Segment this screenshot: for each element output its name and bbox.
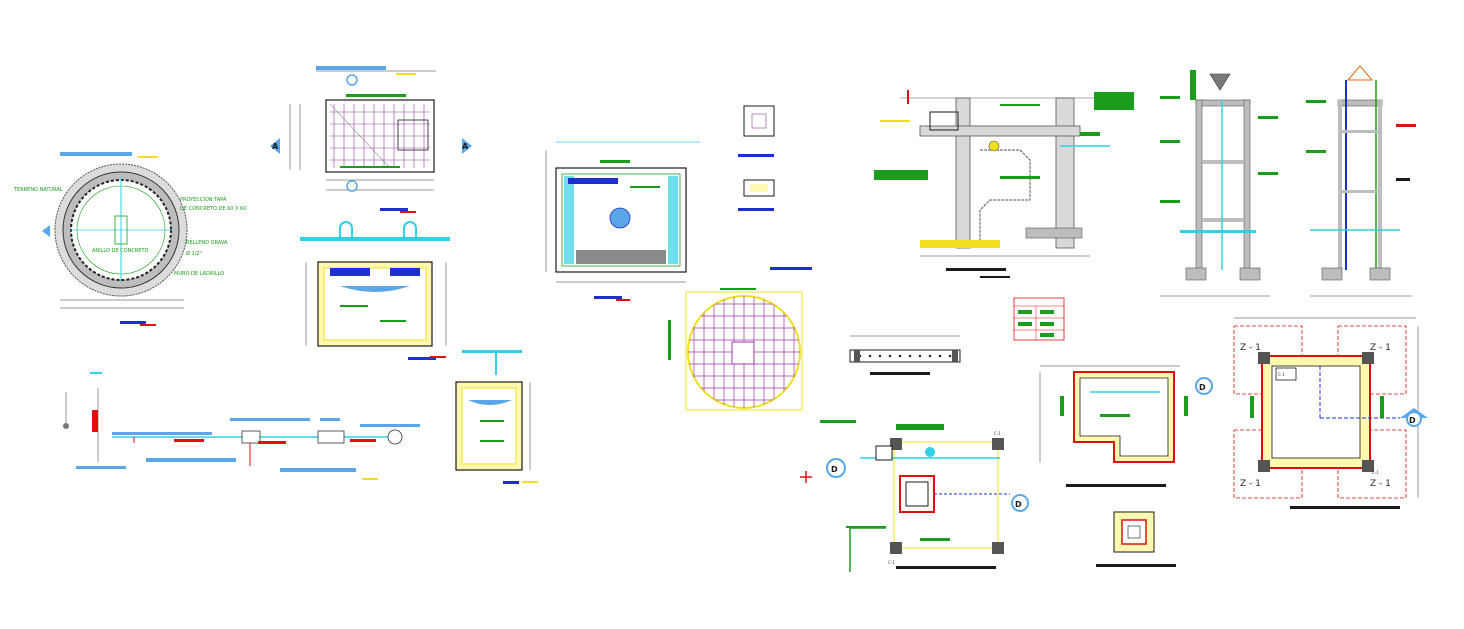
gravel-box-section <box>545 141 700 301</box>
tank-section <box>300 221 450 360</box>
section-mark-d-3: D <box>1199 383 1206 392</box>
label-proyeccion-1: PROYECCION TAPA <box>180 197 227 203</box>
tower-section-2 <box>1306 65 1416 297</box>
zone-label-4: Z - 1 <box>1370 479 1391 489</box>
label-proyeccion-2: DE CONCRETO DE 60 X 60 <box>180 206 246 212</box>
structure-section-1 <box>874 90 1134 278</box>
foundation-plan: D D C-1 C-1 <box>800 420 1029 572</box>
section-mark-d-2: D <box>1015 500 1022 509</box>
column-code-2: C-1 <box>888 560 895 565</box>
tank-slab-plan: A A <box>270 66 472 213</box>
reinforced-tank-plan: D <box>1039 365 1213 487</box>
legend-table <box>1013 297 1065 341</box>
label-terreno: TERRENO NATURAL <box>13 187 63 193</box>
section-mark-a-left: A <box>272 142 279 151</box>
zone-footing-plan: D Z - 1 Z - 1 Z - 1 Z - 1 C-1 C-1 <box>1233 317 1428 509</box>
column-code-1: C-1 <box>994 431 1001 436</box>
label-relleno-1: RELLENO GRAVA <box>186 240 228 246</box>
section-mark-a-right: A <box>462 142 469 151</box>
tower-section-1 <box>1160 70 1278 297</box>
small-column-box <box>1096 511 1176 567</box>
column-code-3: C-1 <box>1278 372 1285 377</box>
circular-well-plan: TERRENO NATURAL PROYECCION TAPA DE CONCR… <box>13 152 246 326</box>
zone-label-2: Z - 1 <box>1370 343 1391 353</box>
section-mark-d-1: D <box>831 465 838 474</box>
pipe-line-diagram <box>63 372 420 480</box>
circular-slab-mesh <box>668 267 812 411</box>
small-tank-section <box>455 350 538 484</box>
zone-label-3: Z - 1 <box>1240 479 1261 489</box>
section-mark-d-4: D <box>1409 416 1416 425</box>
small-square-details <box>738 105 775 211</box>
label-muro: MURO DE LADRILLO <box>174 271 224 277</box>
zone-label-1: Z - 1 <box>1240 343 1261 353</box>
column-code-4: C-1 <box>1372 470 1379 475</box>
label-relleno-2: Ø 1/2" <box>186 250 202 257</box>
beam-detail <box>849 335 961 375</box>
label-anillo: ANILLO DE CONCRETO <box>92 248 148 254</box>
